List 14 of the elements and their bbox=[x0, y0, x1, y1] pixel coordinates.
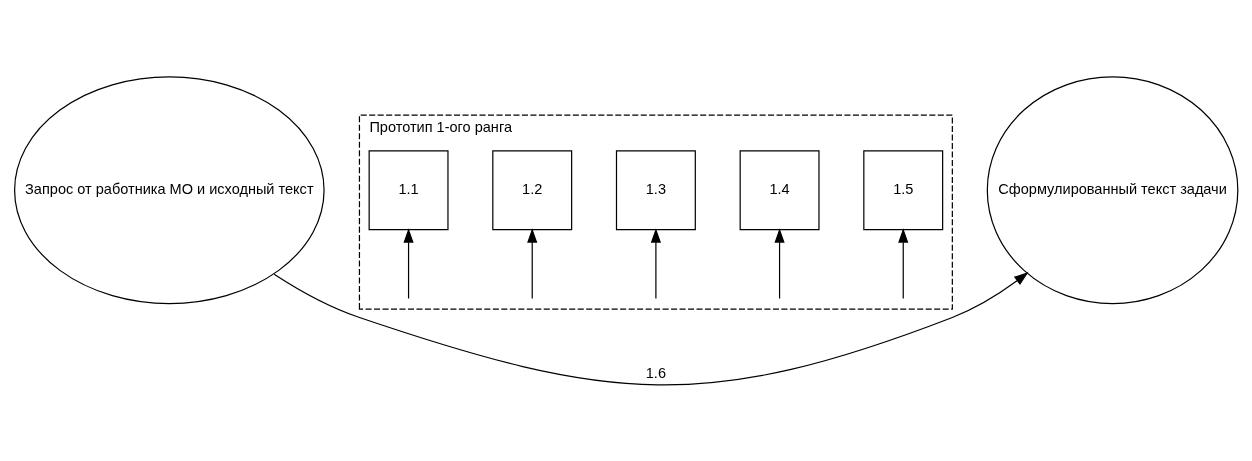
edge-label: 1.6 bbox=[645, 364, 666, 381]
arrow bbox=[898, 227, 909, 299]
node-box: 1.1 bbox=[368, 149, 449, 230]
arrow bbox=[527, 227, 538, 299]
node-box: 1.5 bbox=[863, 149, 944, 230]
node-ellipse: Запрос от работника МО и исходный текст bbox=[14, 75, 325, 304]
arrow bbox=[273, 271, 1029, 385]
node-box: 1.4 bbox=[739, 149, 820, 230]
arrow bbox=[774, 227, 785, 299]
arrow bbox=[650, 227, 661, 299]
node-box: 1.2 bbox=[492, 149, 573, 230]
node-circle: Сформулированный текст задачи bbox=[986, 75, 1239, 304]
node-box: 1.3 bbox=[615, 149, 696, 230]
arrow bbox=[403, 227, 414, 299]
